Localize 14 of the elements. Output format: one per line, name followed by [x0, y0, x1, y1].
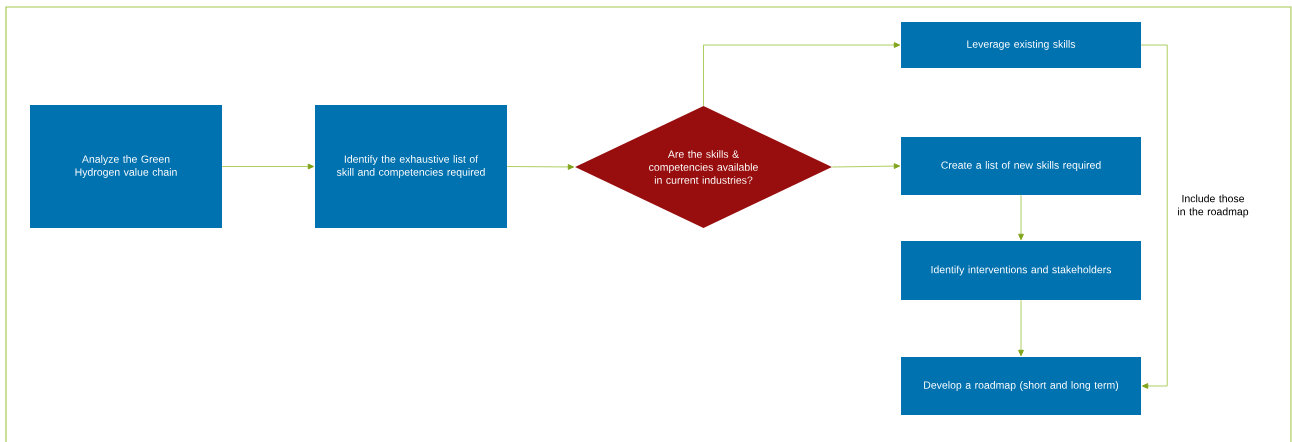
process-box: Identify the exhaustive list of skill and competencies required	[315, 105, 507, 228]
arrow	[1140, 44, 1168, 389]
process-box: Identify interventions and stakeholders	[901, 241, 1141, 300]
process-box: Develop a roadmap (short and long term)	[901, 357, 1141, 415]
arrow	[703, 42, 901, 107]
arrow	[1018, 194, 1024, 241]
process-box: Create a list of new skills required	[901, 137, 1141, 195]
arrow	[831, 163, 901, 169]
arrow	[506, 164, 575, 170]
process-box: Analyze the Green Hydrogen value chain	[30, 105, 222, 228]
arrow	[1018, 299, 1024, 357]
edge-label: Include those in the roadmap	[1178, 194, 1249, 218]
arrow	[221, 163, 315, 170]
process-box: Leverage existing skills	[901, 22, 1141, 68]
